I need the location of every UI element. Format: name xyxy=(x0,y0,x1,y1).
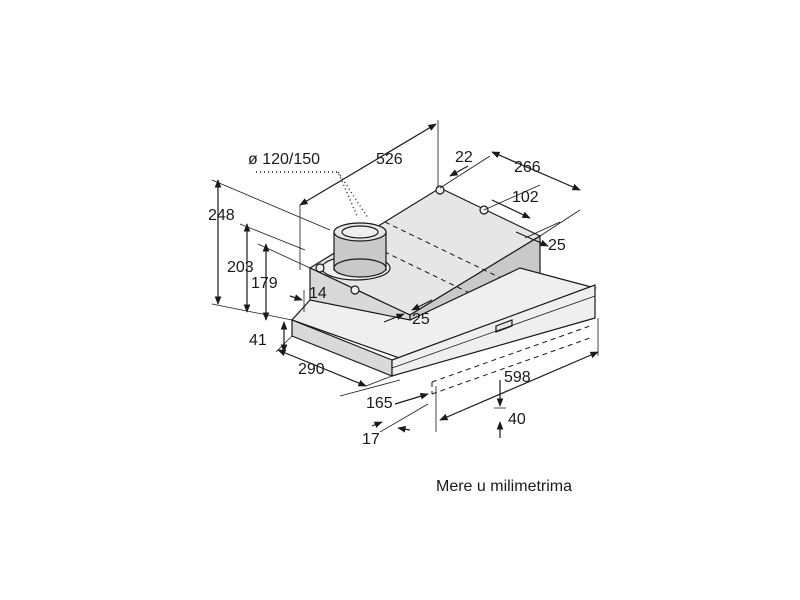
label-165: 165 xyxy=(366,395,393,412)
label-526: 526 xyxy=(376,151,403,168)
label-duct-diameter: ø 120/150 xyxy=(248,151,320,168)
hood-body xyxy=(290,187,597,395)
label-25-front: 25 xyxy=(412,311,430,328)
duct-collar xyxy=(321,222,391,281)
label-41: 41 xyxy=(249,332,267,349)
dimension-labels: ø 120/150 526 22 266 102 25 248 203 179 … xyxy=(208,149,566,448)
duct-leader xyxy=(337,171,369,219)
dim-25-right-line xyxy=(515,231,549,247)
dim-266-line xyxy=(491,151,581,191)
units-caption: Mere u milimetrima xyxy=(436,478,573,495)
ext-line xyxy=(339,379,401,397)
ext-line xyxy=(257,243,311,269)
label-25-right: 25 xyxy=(548,237,566,254)
handle-slot xyxy=(495,319,513,333)
dim-102-line xyxy=(491,199,531,219)
dimension-lines xyxy=(211,120,599,438)
label-40: 40 xyxy=(508,411,526,428)
dim-17-line xyxy=(397,425,411,433)
ext-line xyxy=(211,303,293,321)
dim-17-line xyxy=(371,421,383,428)
dim-290-line xyxy=(277,349,367,387)
collar-bottom xyxy=(333,258,387,278)
ext-line xyxy=(539,209,581,237)
ext-line xyxy=(524,221,561,239)
ext-line xyxy=(439,155,491,189)
ext-line xyxy=(275,335,293,353)
dim-25-front-line xyxy=(383,313,405,323)
label-266: 266 xyxy=(514,159,541,176)
dim-14-line xyxy=(289,294,303,301)
dim-25-front-line xyxy=(411,299,433,311)
dim-598-line xyxy=(439,351,599,421)
ext-line xyxy=(365,375,393,387)
hidden-edge xyxy=(384,221,506,281)
ext-line xyxy=(211,179,331,231)
label-22: 22 xyxy=(455,149,473,166)
ext-line xyxy=(239,223,306,251)
label-17: 17 xyxy=(362,431,380,448)
dim-165-line xyxy=(394,392,429,405)
mount-hole-icon xyxy=(350,285,360,295)
panel-edge xyxy=(391,295,596,369)
ext-line xyxy=(379,403,429,433)
mount-hole-icon xyxy=(435,185,445,195)
ext-line xyxy=(483,184,541,211)
label-598: 598 xyxy=(504,369,531,386)
label-14: 14 xyxy=(309,285,327,302)
dim-526-line xyxy=(299,123,437,206)
label-290: 290 xyxy=(298,361,325,378)
label-102: 102 xyxy=(512,189,539,206)
label-248: 248 xyxy=(208,207,235,224)
collar-opening xyxy=(341,225,379,239)
label-179: 179 xyxy=(251,275,278,292)
label-203: 203 xyxy=(227,259,254,276)
dim-22-line xyxy=(449,165,469,177)
mount-hole-icon xyxy=(315,263,325,273)
